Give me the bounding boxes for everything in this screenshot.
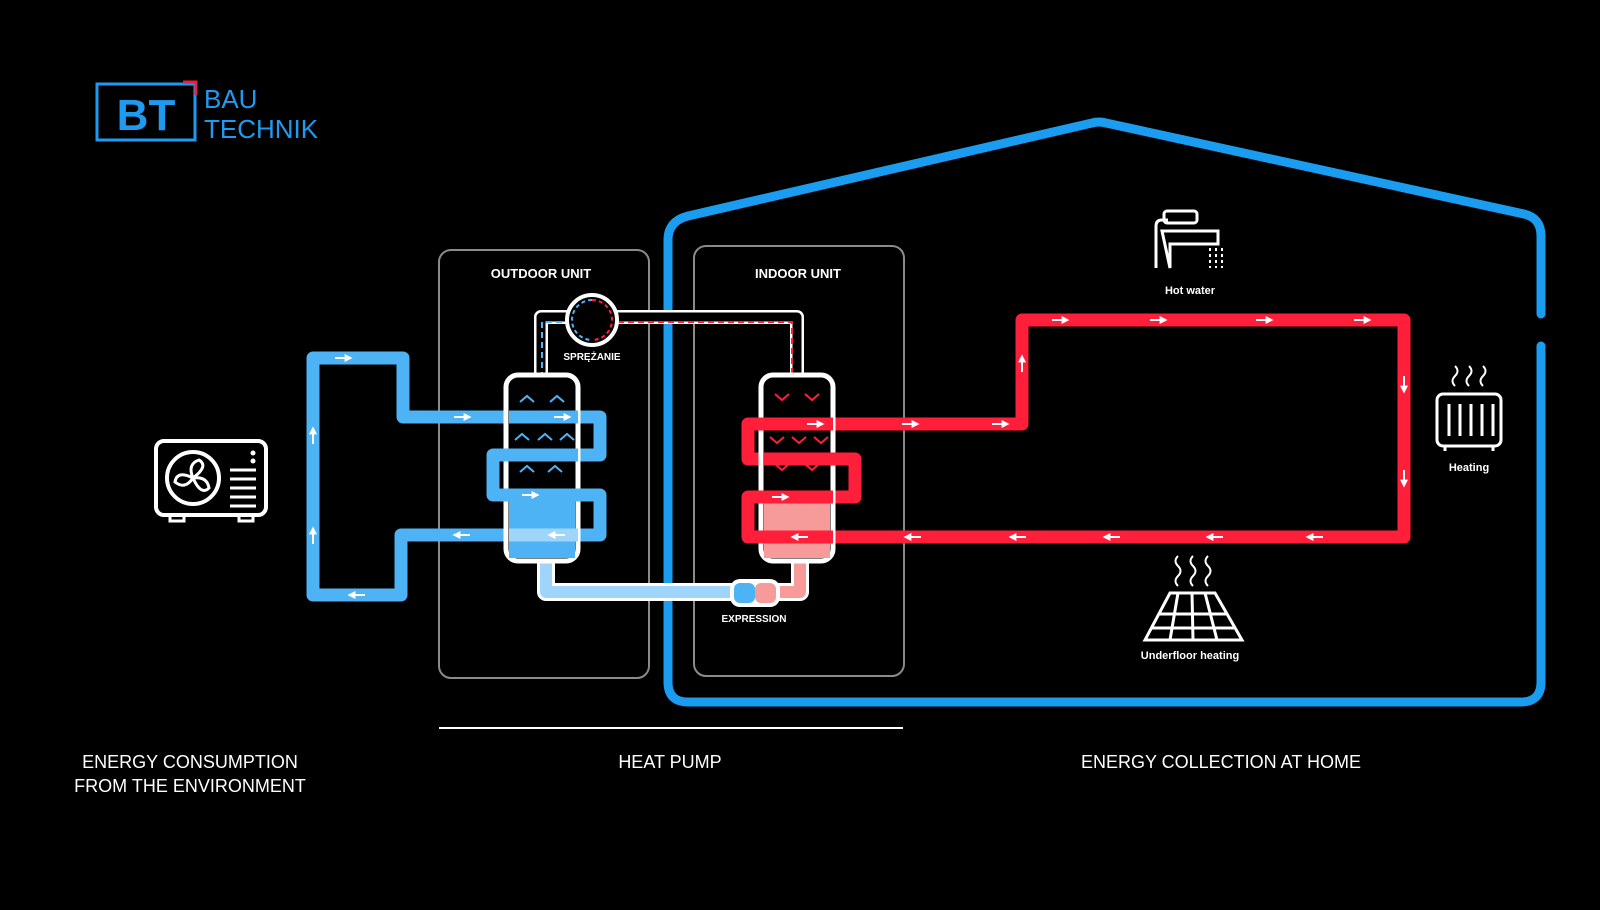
logo-monogram: BT (117, 91, 176, 140)
underfloor-icon (1142, 555, 1245, 642)
environment-label-1: ENERGY CONSUMPTION (82, 752, 298, 772)
logo-line-2: TECHNIK (204, 114, 319, 144)
hot-water-label: Hot water (1165, 285, 1216, 297)
brand-logo: BT BAU TECHNIK (95, 80, 319, 144)
compressor-icon (565, 293, 619, 347)
indoor-unit-label: INDOOR UNIT (755, 266, 841, 281)
environment-label-2: FROM THE ENVIRONMENT (74, 776, 306, 796)
refrigerant-bottom-line (537, 555, 809, 601)
fan-unit-icon (154, 439, 268, 523)
flow-arrows (309, 316, 1408, 599)
outdoor-unit-label: OUTDOOR UNIT (491, 266, 591, 281)
logo-frame (95, 82, 197, 142)
evaporator-tank (493, 372, 600, 564)
faucet-icon (1154, 209, 1223, 269)
heating-label: Heating (1449, 462, 1489, 474)
expansion-label: EXPRESSION (721, 614, 786, 625)
home-label: ENERGY COLLECTION AT HOME (1081, 752, 1361, 772)
logo-line-1: BAU (204, 84, 257, 114)
expansion-valve-icon (730, 579, 780, 607)
outdoor-unit-frame (438, 249, 650, 679)
heat-pump-label: HEAT PUMP (618, 752, 721, 772)
condenser-tank (748, 372, 855, 564)
refrigerant-top-line (534, 310, 804, 382)
compression-label: SPRĘŻANIE (563, 350, 621, 363)
radiator-icon (1435, 365, 1503, 451)
indoor-unit-frame (693, 245, 905, 677)
cold-loop (306, 351, 607, 602)
underfloor-label: Underfloor heating (1141, 650, 1239, 662)
logo-accent (183, 80, 198, 95)
house-outline (663, 117, 1546, 707)
hot-loop (741, 313, 1411, 544)
